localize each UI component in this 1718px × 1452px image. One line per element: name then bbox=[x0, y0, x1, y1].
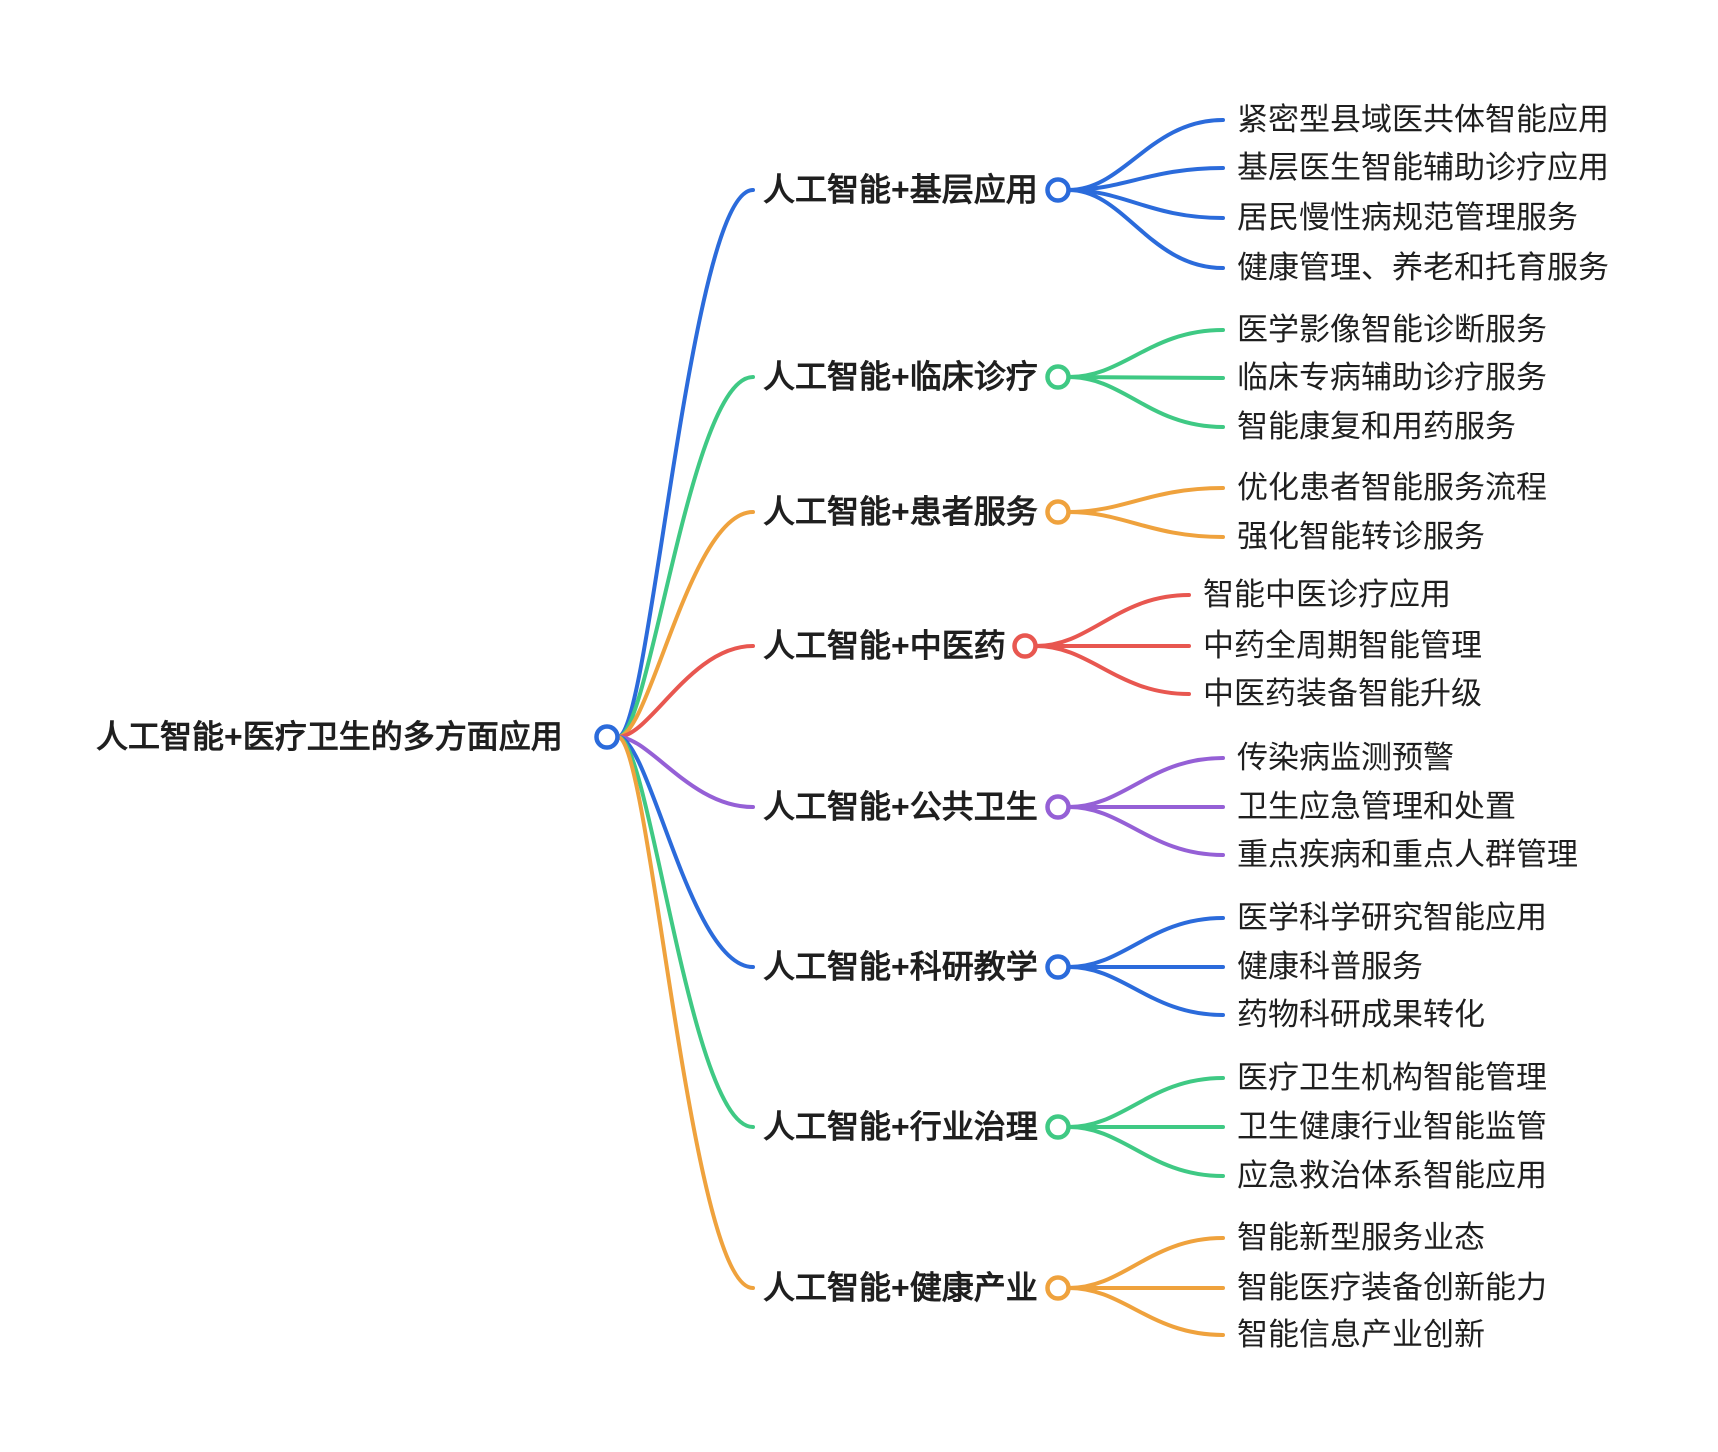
leaf-label[interactable]: 智能康复和用药服务 bbox=[1237, 409, 1516, 445]
branch-node-circle-6[interactable] bbox=[1045, 954, 1071, 980]
connector-leaf bbox=[1034, 644, 1191, 696]
connector-leaf bbox=[1067, 118, 1225, 192]
leaf-label[interactable]: 中药全周期智能管理 bbox=[1203, 628, 1482, 664]
branch-node-circle-2[interactable] bbox=[1045, 364, 1071, 390]
leaf-label[interactable]: 药物科研成果转化 bbox=[1237, 997, 1485, 1033]
branch-node-circle-3[interactable] bbox=[1045, 499, 1071, 525]
leaf-label[interactable]: 强化智能转诊服务 bbox=[1237, 519, 1485, 555]
connector-leaf bbox=[1067, 965, 1225, 1017]
branch-label-tcm[interactable]: 人工智能+中医药 bbox=[763, 627, 1006, 664]
leaf-label[interactable]: 优化患者智能服务流程 bbox=[1237, 470, 1547, 506]
leaf-label[interactable]: 传染病监测预警 bbox=[1237, 740, 1454, 776]
branch-node-circle-5[interactable] bbox=[1045, 794, 1071, 820]
connector-leaf bbox=[1067, 1286, 1225, 1337]
branch-label-research-teaching[interactable]: 人工智能+科研教学 bbox=[763, 948, 1038, 985]
connector-leaf bbox=[1067, 916, 1225, 969]
connector-leaf bbox=[1067, 166, 1225, 192]
connector-root-to-branch-2 bbox=[616, 375, 755, 739]
branch-node-circle-8[interactable] bbox=[1045, 1275, 1071, 1301]
connector-root-to-branch-5 bbox=[616, 735, 755, 809]
branch-label-clinical[interactable]: 人工智能+临床诊疗 bbox=[763, 358, 1038, 395]
leaf-label[interactable]: 智能中医诊疗应用 bbox=[1203, 577, 1451, 613]
leaf-label[interactable]: 健康管理、养老和托育服务 bbox=[1237, 250, 1609, 286]
leaf-label[interactable]: 健康科普服务 bbox=[1237, 949, 1423, 985]
leaf-label[interactable]: 重点疾病和重点人群管理 bbox=[1237, 837, 1578, 873]
connector-root-to-branch-8 bbox=[616, 735, 755, 1290]
leaf-label[interactable]: 医疗卫生机构智能管理 bbox=[1237, 1060, 1547, 1096]
leaf-label[interactable]: 智能医疗装备创新能力 bbox=[1237, 1270, 1547, 1306]
branch-label-public-health[interactable]: 人工智能+公共卫生 bbox=[763, 788, 1038, 825]
leaf-label[interactable]: 智能信息产业创新 bbox=[1237, 1317, 1485, 1353]
leaf-label[interactable]: 应急救治体系智能应用 bbox=[1237, 1158, 1547, 1194]
leaf-label[interactable]: 医学科学研究智能应用 bbox=[1237, 900, 1547, 936]
connector-leaf bbox=[1034, 593, 1191, 648]
connector-leaf bbox=[1067, 756, 1225, 809]
root-node-circle[interactable] bbox=[594, 724, 620, 750]
connector-leaf bbox=[1067, 805, 1225, 857]
root-node-label[interactable]: 人工智能+医疗卫生的多方面应用 bbox=[96, 718, 563, 755]
leaf-label[interactable]: 基层医生智能辅助诊疗应用 bbox=[1237, 150, 1609, 186]
leaf-label[interactable]: 居民慢性病规范管理服务 bbox=[1237, 200, 1578, 236]
connector-leaf bbox=[1067, 188, 1225, 270]
connector-leaf bbox=[1067, 1125, 1225, 1178]
connector-leaf bbox=[1067, 510, 1225, 539]
branch-label-health-industry[interactable]: 人工智能+健康产业 bbox=[763, 1269, 1038, 1306]
connector-leaf bbox=[1067, 375, 1225, 380]
connector-root-to-branch-4 bbox=[616, 644, 755, 739]
connector-leaf bbox=[1067, 375, 1225, 429]
connector-root-to-branch-7 bbox=[616, 735, 755, 1129]
branch-label-patient-service[interactable]: 人工智能+患者服务 bbox=[763, 493, 1038, 530]
branch-node-circle-1[interactable] bbox=[1045, 177, 1071, 203]
branch-label-grassroots[interactable]: 人工智能+基层应用 bbox=[763, 171, 1038, 208]
connector-leaf bbox=[1067, 486, 1225, 514]
leaf-label[interactable]: 医学影像智能诊断服务 bbox=[1237, 312, 1547, 348]
branch-node-circle-4[interactable] bbox=[1012, 633, 1038, 659]
leaf-label[interactable]: 紧密型县域医共体智能应用 bbox=[1237, 102, 1609, 138]
connector-leaf bbox=[1067, 1076, 1225, 1129]
leaf-label[interactable]: 智能新型服务业态 bbox=[1237, 1220, 1485, 1256]
leaf-label[interactable]: 中医药装备智能升级 bbox=[1203, 676, 1482, 712]
branch-label-industry-governance[interactable]: 人工智能+行业治理 bbox=[763, 1108, 1038, 1145]
connector-root-to-branch-6 bbox=[616, 735, 755, 969]
leaf-label[interactable]: 临床专病辅助诊疗服务 bbox=[1237, 360, 1547, 396]
leaf-label[interactable]: 卫生健康行业智能监管 bbox=[1237, 1109, 1547, 1145]
branch-node-circle-7[interactable] bbox=[1045, 1114, 1071, 1140]
connector-leaf bbox=[1067, 328, 1225, 379]
connector-leaf bbox=[1067, 1236, 1225, 1290]
leaf-label[interactable]: 卫生应急管理和处置 bbox=[1237, 789, 1516, 825]
connector-root-to-branch-3 bbox=[616, 510, 755, 739]
connector-root-to-branch-1 bbox=[616, 188, 755, 739]
